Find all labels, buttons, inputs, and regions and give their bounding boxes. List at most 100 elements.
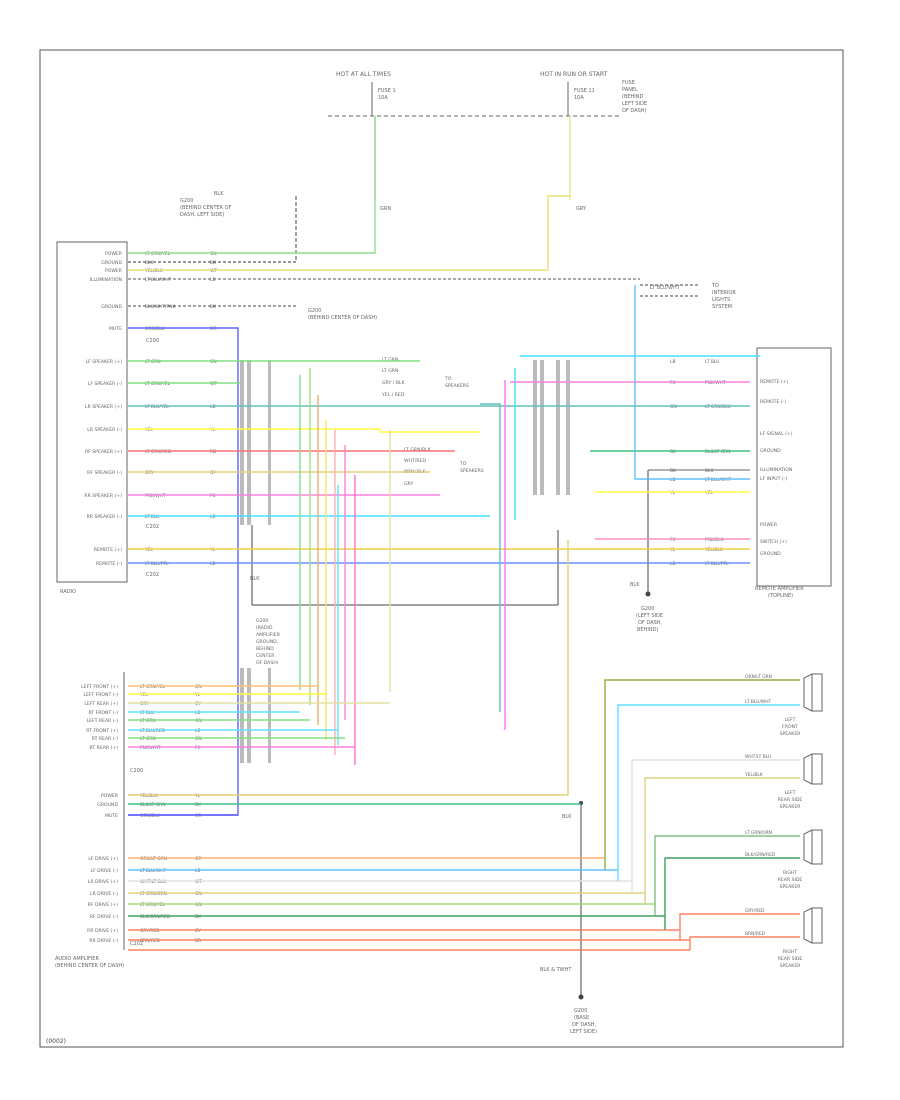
remote-pins: REMOTE (+)REMOTE (-)LF SIGNAL (+)GROUNDI…	[669, 359, 793, 567]
diagram-frame	[39, 49, 844, 1048]
remote-ground-point	[645, 591, 651, 597]
remote-pin-label: LF INPUT (-)	[760, 476, 787, 482]
speaker-body	[811, 829, 823, 865]
fuse-right-line2: 10A	[574, 95, 584, 101]
amp-pin-code: YL	[194, 793, 201, 799]
remote-pin-wire: LT GRN/BLU	[705, 404, 731, 410]
speaker-wire-rr-minus	[664, 857, 800, 930]
radio-pin-wire: GRY	[145, 470, 154, 476]
speaker-wire-label: GRY/RED	[745, 908, 765, 914]
radio-ground-note-line: (BEHIND CENTER OF	[180, 205, 232, 211]
amp-pin-code: LB	[195, 710, 200, 716]
amp-pin-wire: WHT/LT BLU	[140, 879, 166, 885]
splice-blk-label: BLK	[250, 576, 260, 582]
amp-pin-label: RT REAR (-)	[92, 736, 118, 742]
splice-left-wire: YEL / RED	[381, 392, 405, 398]
amp-pin-wire: GRY/RED	[140, 928, 160, 934]
radio-pin-label: LF SPEAKER (-)	[88, 381, 122, 387]
amp-pin-label: LEFT REAR (+)	[84, 701, 118, 707]
radio-pin-wire: LT GRN/RED	[145, 449, 172, 455]
radio-pin-wire: ORN/BLU	[145, 326, 165, 332]
amp-pin-label: MUTE	[105, 813, 118, 819]
amp-pin-code: WT	[195, 879, 202, 885]
remote-ground-line: G200	[641, 606, 654, 612]
fuse-panel-line: (BEHIND	[622, 94, 644, 100]
speaker-cone	[803, 829, 813, 865]
radio-pin-label: LF SPEAKER (+)	[86, 359, 123, 365]
wires	[128, 195, 800, 951]
remote-ground-wire-label: BLK	[630, 582, 640, 588]
fuse-wire-left: GRN	[380, 206, 391, 212]
speaker-label: FRONT	[782, 724, 798, 730]
radio-pin-code: LB	[210, 514, 215, 520]
radio-pin-label: ILLUMINATION	[90, 277, 122, 283]
radio-pin-label: RR SPEAKER (+)	[84, 493, 122, 499]
footer-code: (0002)	[46, 1038, 66, 1045]
remote-pin-code: LB	[670, 477, 675, 483]
speaker-wire-rrr-minus2	[689, 936, 800, 950]
remote-pin-code: PK	[670, 380, 676, 386]
interior-lights-dest: TO INTERIOR LIGHTS SYSTEM	[711, 283, 736, 310]
amp-pin-wire: BRN/RED	[140, 938, 161, 944]
amp-pin-code: OR	[195, 813, 202, 819]
splice-mid-line: OF DASH)	[256, 660, 279, 666]
amp-connector-a: C200	[130, 768, 143, 774]
remote-pin-wire: YEL	[704, 490, 713, 496]
speaker-wire-label: YEL/BLK	[744, 772, 763, 778]
amp-pin-wire: ORN/BLU	[140, 813, 160, 819]
splice-right-wire: LT GRN/BLK	[404, 447, 432, 453]
remote-pin-code: BK	[670, 468, 676, 474]
connector-bar	[240, 360, 244, 525]
connector-bar	[556, 360, 560, 495]
radio-connector-b: C202	[146, 524, 159, 530]
remote-pin-code: YL	[669, 547, 676, 553]
radio-pin-code: LB	[210, 561, 215, 567]
speaker-label: RIGHT	[783, 949, 798, 955]
speaker-wire-lf-minus	[617, 704, 800, 881]
speaker-wire-label: LT GRN/ORN	[745, 830, 772, 836]
radio-pin-code: PK	[210, 493, 216, 499]
amp-label-line: AUDIO AMPLIFIER	[55, 956, 99, 962]
splice-mid-label: G200(RADIOAMPLIFIERGROUND,BEHINDCENTEROF…	[256, 618, 281, 666]
fuse-panel-line: OF DASH)	[622, 108, 647, 114]
amp-pin-code: BR	[195, 938, 201, 944]
remote-pin-label: REMOTE (+)	[760, 379, 788, 385]
radio-pin-code: WT	[210, 381, 217, 387]
remote-pin-wire: PNK/BLK	[705, 537, 724, 543]
speaker-label: LEFT	[785, 790, 796, 796]
speaker-wire-lf-plus	[604, 679, 800, 870]
interior-lights-line: LIGHTS	[712, 297, 730, 303]
splice-left-wire: GRY / BLK	[382, 380, 405, 386]
radio-pin-label: REMOTE (+)	[94, 547, 122, 553]
radio-pin-code: YL	[209, 427, 216, 433]
splice-mid-line: CENTER	[256, 653, 275, 659]
radio-pin-wire: LT GRN/YEL	[145, 251, 171, 257]
bottom-ground-label: G200 (BASE OF DASH, LEFT SIDE)	[570, 1008, 597, 1035]
amp-pin-wire: ORN/LT GRN	[140, 856, 167, 862]
remote-pin-wire: PNK/WHT	[705, 380, 726, 386]
radio-pin-wire: LT GRN/YEL	[145, 381, 171, 387]
remote-pin-wire: LT BLU/WHT	[705, 477, 731, 483]
amp-pin-code: LB	[195, 868, 200, 874]
radio-pin-label: GROUND	[101, 260, 122, 266]
remote-label-line: (TOPLINE)	[768, 593, 793, 599]
speaker-wire-lr-minus	[644, 777, 800, 904]
remote-ground-line: (LEFT SIDE	[636, 613, 663, 619]
bottom-ground-line: OF DASH,	[572, 1022, 597, 1028]
fuse-block	[328, 82, 620, 200]
amp-pin-wire: YEL	[139, 692, 148, 698]
radio-pin-code: YL	[209, 547, 216, 553]
speaker-cone	[803, 753, 813, 785]
radio-pin-wire: BLK/WHT/PNK	[145, 304, 176, 310]
remote-pin-code: LB	[670, 561, 675, 567]
remote-amp-box	[756, 347, 832, 587]
amp-pin-code: GN	[195, 718, 202, 724]
amp-pin-code: GY	[195, 928, 201, 934]
amp-pin-code: GY	[195, 701, 201, 707]
amp-pin-label: LF DRIVE (-)	[91, 868, 119, 874]
remote-pin-label: POWER	[760, 522, 778, 528]
